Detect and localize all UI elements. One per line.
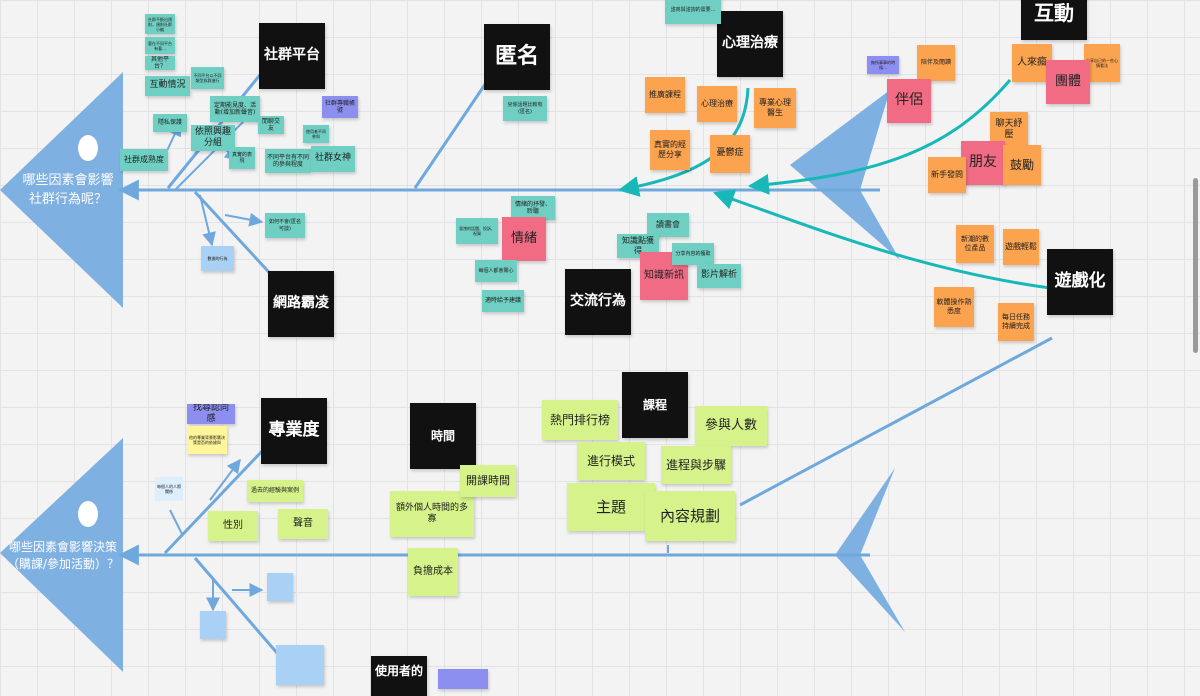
note-topic[interactable]: 主題 <box>567 483 655 531</box>
note-voice[interactable]: 聲音 <box>278 509 328 539</box>
note-extra-time[interactable]: 額外個人時間的多寡 <box>390 491 474 537</box>
category-course[interactable]: 課程 <box>622 372 688 438</box>
note-community-rules[interactable]: 社群不斷出規則，規則社群小編 <box>145 14 175 34</box>
category-anonymous[interactable]: 匿名 <box>484 24 550 90</box>
note-progress-mode[interactable]: 進行模式 <box>577 442 645 480</box>
note-seek-recognition[interactable]: 找尋認同感 <box>187 404 235 424</box>
fish2-eye <box>78 501 98 527</box>
note-new-products[interactable]: 新潮的數位產品 <box>956 225 994 263</box>
category-gamification[interactable]: 遊戲化 <box>1047 249 1113 315</box>
note-content-plan[interactable]: 內容規劃 <box>645 491 735 541</box>
note-privacy[interactable]: 隱私保護 <box>153 114 187 132</box>
note-partner[interactable]: 伴侶 <box>887 79 931 123</box>
blank-note[interactable] <box>267 573 293 601</box>
fish1-question: 哪些因素會影響社群行為呢？ <box>22 173 114 207</box>
note-daily-task[interactable]: 每日任務持續完成 <box>998 303 1034 341</box>
note-psychotherapy[interactable]: 心理治療 <box>697 86 737 122</box>
interaction-arrow <box>747 79 1012 195</box>
note-others-platform[interactable]: 其他平台？ <box>145 56 175 70</box>
note-interaction-status[interactable]: 互動情況 <box>145 76 190 96</box>
fish2-tail-shape <box>835 468 905 632</box>
category-exchange[interactable]: 交流行為 <box>565 269 631 335</box>
category-professionalism[interactable]: 專業度 <box>261 398 327 464</box>
note-game-easy[interactable]: 遊戲輕鬆 <box>1003 229 1039 265</box>
note-operation-familiarity[interactable]: 軟體操作熟悉度 <box>934 287 974 327</box>
note-real-experience[interactable]: 真實的經歷分享 <box>650 130 690 170</box>
note-progress-steps[interactable]: 進程與步驟 <box>661 446 731 484</box>
note-group[interactable]: 團體 <box>1046 60 1090 104</box>
blank-note[interactable] <box>438 669 488 689</box>
category-interaction[interactable]: 互動 <box>1021 0 1087 40</box>
note-book-club[interactable]: 讀書會 <box>647 213 689 237</box>
fish2-head-shape <box>0 438 123 672</box>
vertical-scrollbar[interactable] <box>1193 178 1198 353</box>
note-daily-news[interactable]: 每個人都會關心 <box>475 260 517 282</box>
note-platform-diff[interactable]: 要在不同平台有著... <box>145 37 175 54</box>
category-therapy[interactable]: 心理治療 <box>717 11 783 77</box>
note-therapy-top[interactable]: 諮商與諮詢的需要... <box>665 0 721 24</box>
fish1-eye <box>78 135 98 161</box>
gamification-arrow <box>713 189 1051 290</box>
note-share-feelings[interactable]: 發洩的話題、投訴、祝賀 <box>456 218 498 244</box>
note-friend[interactable]: 朋友 <box>961 141 1005 185</box>
note-recognition-detail[interactable]: 他的專業背景影響決策是否的依據與 <box>187 426 227 454</box>
fish1-tail-shape <box>790 90 900 260</box>
note-companion-help[interactable]: 陪伴及閱讀 <box>917 45 955 81</box>
note-hot-ranking[interactable]: 熱門排行榜 <box>542 400 618 440</box>
note-anon-protect[interactable]: 兒係話題比較有(匿名) <box>503 96 547 121</box>
category-time[interactable]: 時間 <box>410 403 476 469</box>
note-people-come[interactable]: 人來瘋 <box>1012 44 1052 82</box>
note-dedicated-account[interactable]: 社群專職帳號 <box>322 96 358 118</box>
fish2-question: 哪些因素會影響決策（購課/參加活動）？ <box>6 540 120 572</box>
note-past-experience[interactable]: 過去的經驗與案例 <box>247 480 303 502</box>
note-sensitive-help[interactable]: 使用者不同參與 <box>303 125 329 143</box>
note-platform-rules[interactable]: 真實的表現 <box>229 147 255 169</box>
note-promote-course[interactable]: 推廣課程 <box>645 77 685 113</box>
note-different-platform[interactable]: 不同平台有不同的參與程度 <box>265 149 311 173</box>
note-familiarity[interactable]: 社群成熟度 <box>120 149 168 171</box>
note-gender[interactable]: 性別 <box>208 511 258 541</box>
category-usage[interactable]: 使用者的 <box>371 656 427 696</box>
note-depression[interactable]: 憂鬱症 <box>710 135 750 173</box>
note-participants[interactable]: 參與人數 <box>695 406 767 446</box>
note-personal-help[interactable]: 分享自己的一些心情看法 <box>1084 44 1120 82</box>
note-ad-counter[interactable]: 數據的行為 <box>201 246 234 271</box>
note-emotion-release[interactable]: 情緒的抒發、聆聽 <box>511 196 555 220</box>
fish1-head-shape <box>0 72 123 308</box>
note-platform-activity[interactable]: 定期能見度、活動(增加新聲音) <box>210 96 260 122</box>
note-new-hand[interactable]: 新手發問 <box>928 157 966 193</box>
note-emotion[interactable]: 情緒 <box>502 217 546 261</box>
note-class-time[interactable]: 開課時間 <box>460 465 516 497</box>
note-side[interactable]: 每個人的人際關係 <box>155 477 183 501</box>
note-burden-cost[interactable]: 負擔成本 <box>408 548 458 596</box>
blank-note[interactable] <box>200 611 226 639</box>
note-encourage[interactable]: 鼓勵 <box>1003 145 1041 185</box>
note-rarely-post[interactable]: 無所事事的時候... <box>867 56 899 74</box>
note-suggestions[interactable]: 適時給予建議 <box>482 290 524 312</box>
note-casual-chat[interactable]: 閒聊交友 <box>258 116 284 134</box>
note-interest-group[interactable]: 依照興趣分組 <box>191 125 235 151</box>
note-community-goddess[interactable]: 社群女神 <box>311 146 355 172</box>
note-group-activity[interactable]: 不同平台以不同類型族群進行 <box>191 67 224 89</box>
category-cyberbully[interactable]: 網路霸凌 <box>268 271 334 337</box>
note-bullying-help[interactable]: 如何不會(匿名可談) <box>265 213 305 238</box>
blank-note[interactable] <box>276 645 324 685</box>
note-share-info[interactable]: 分享內容的獲取 <box>672 243 714 265</box>
note-professional-doctor[interactable]: 專業心理醫生 <box>754 88 796 128</box>
note-video-analysis[interactable]: 影片解析 <box>697 264 741 288</box>
category-social-platform[interactable]: 社群平台 <box>259 23 325 89</box>
